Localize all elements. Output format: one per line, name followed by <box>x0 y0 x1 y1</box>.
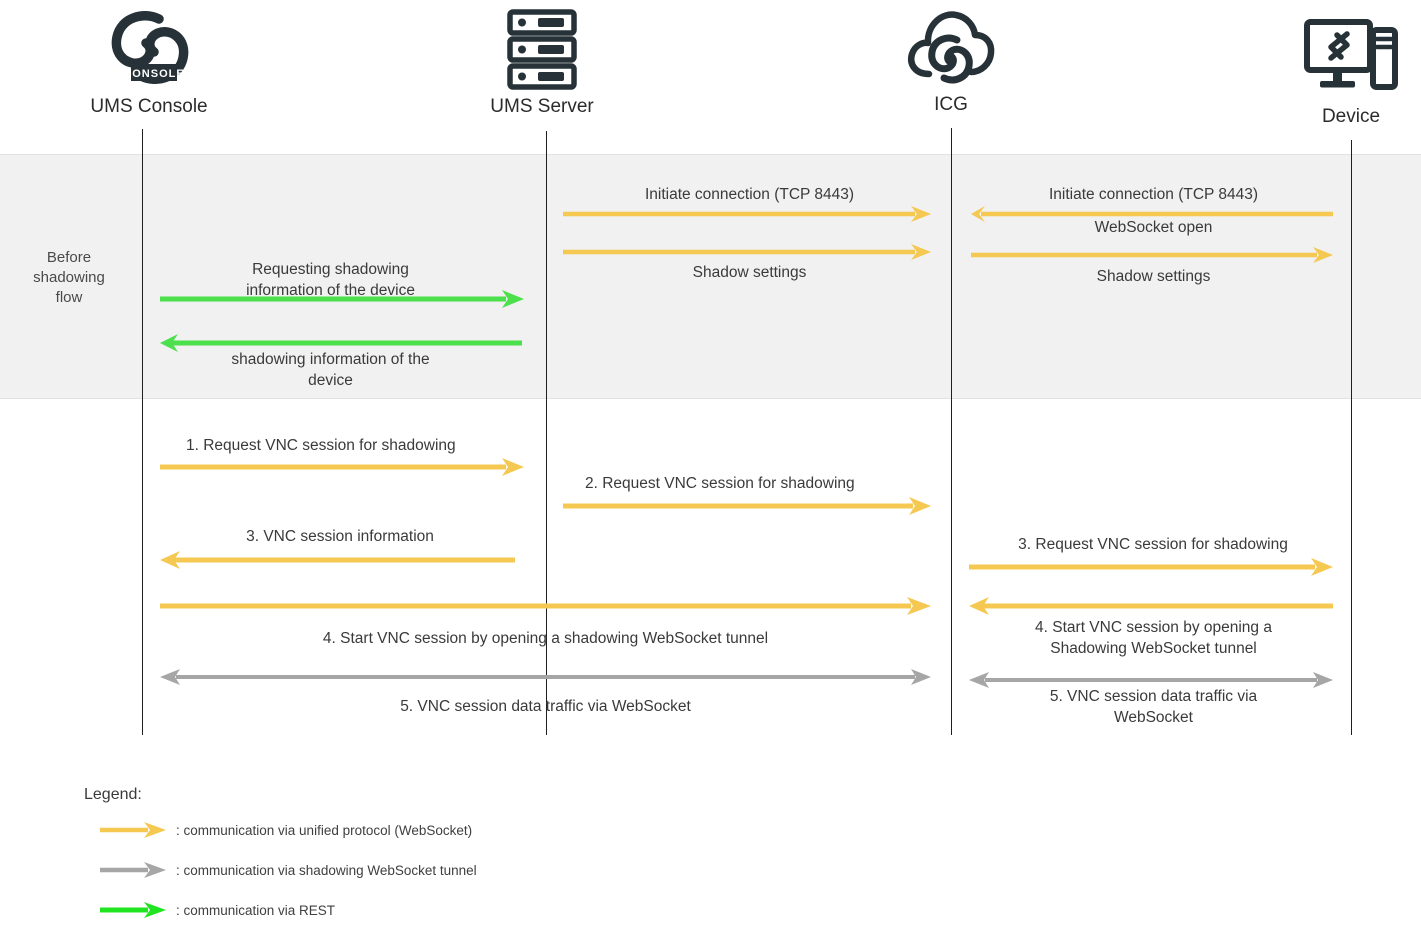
lifeline-ums-console <box>142 129 143 735</box>
caption-shadowing-info: shadowing information of the device <box>231 351 430 389</box>
caption-requesting-shadowing-info: Requesting shadowing information of the … <box>246 261 415 299</box>
legend-label-shadowing: : communication via shadowing WebSocket … <box>176 862 477 878</box>
caption-step1: 1. Request VNC session for shadowing <box>186 437 456 454</box>
monitor-device-icon <box>1251 14 1421 106</box>
actor-ums-console[interactable]: CONSOLE UMS Console <box>49 4 249 118</box>
lifeline-ums-server <box>546 131 547 735</box>
actor-label-device: Device <box>1321 106 1381 127</box>
caption-step4-left: 4. Start VNC session by opening a shadow… <box>322 630 769 647</box>
lifeline-icg <box>951 128 952 735</box>
arrow-initiate-connection-server <box>563 205 931 223</box>
caption-step4-right: 4. Start VNC session by opening a Shadow… <box>1035 619 1272 657</box>
legend-label-unified: : communication via unified protocol (We… <box>176 822 473 838</box>
svg-text:CONSOLE: CONSOLE <box>123 68 184 80</box>
caption-shadow-settings-device: Shadow settings <box>1096 268 1211 285</box>
arrow-step4-left <box>160 597 931 615</box>
arrow-step3-console <box>160 551 515 569</box>
legend-arrow-unified-icon <box>100 822 166 838</box>
legend-item-rest: : communication via REST <box>100 902 335 918</box>
arrow-step5-left <box>160 668 931 686</box>
legend-item-shadowing: : communication via shadowing WebSocket … <box>100 862 477 878</box>
arrow-websocket-open <box>971 246 1333 264</box>
server-rack-icon <box>442 4 642 96</box>
legend-arrow-rest-icon <box>100 902 166 918</box>
actor-label-ums-console: UMS Console <box>90 96 208 117</box>
cloud-gateway-icon <box>851 2 1051 94</box>
caption-step3-console: 3. VNC session information <box>246 528 434 545</box>
arrow-step4-right <box>969 597 1333 615</box>
caption-initiate-connection-server: Initiate connection (TCP 8443) <box>644 186 855 203</box>
actor-icg[interactable]: ICG <box>851 2 1051 116</box>
arrow-shadowing-info <box>160 334 522 352</box>
arrow-step2 <box>563 497 931 515</box>
caption-websocket-open: WebSocket open <box>1094 219 1213 236</box>
caption-step2: 2. Request VNC session for shadowing <box>585 475 855 492</box>
arrow-step1 <box>160 458 524 476</box>
phase-band-label: Before shadowing flow <box>33 249 105 306</box>
caption-step5-right: 5. VNC session data traffic via WebSocke… <box>1049 688 1258 726</box>
arrow-shadow-settings-server <box>563 243 931 261</box>
actor-device[interactable]: Device <box>1251 14 1421 128</box>
caption-shadow-settings-server: Shadow settings <box>692 264 807 281</box>
legend-item-unified: : communication via unified protocol (We… <box>100 822 472 838</box>
legend-arrow-shadowing-icon <box>100 862 166 878</box>
arrow-initiate-connection-device <box>971 205 1333 223</box>
caption-step5-left: 5. VNC session data traffic via WebSocke… <box>400 698 691 715</box>
arrow-step3-device <box>969 558 1333 576</box>
actor-label-icg: ICG <box>934 94 968 115</box>
ums-console-logo-icon: CONSOLE <box>49 4 249 96</box>
arrow-requesting-shadowing-info <box>160 290 524 308</box>
caption-step3-device: 3. Request VNC session for shadowing <box>1018 536 1288 553</box>
lifeline-device <box>1351 140 1352 735</box>
arrow-step5-right <box>969 671 1333 689</box>
actor-ums-server[interactable]: UMS Server <box>442 4 642 118</box>
actor-label-ums-server: UMS Server <box>490 96 594 117</box>
legend-label-rest: : communication via REST <box>176 902 336 918</box>
phase-band-before-shadowing-flow <box>0 154 1421 399</box>
legend-title: Legend: <box>84 786 142 803</box>
caption-initiate-connection-device: Initiate connection (TCP 8443) <box>1048 186 1259 203</box>
